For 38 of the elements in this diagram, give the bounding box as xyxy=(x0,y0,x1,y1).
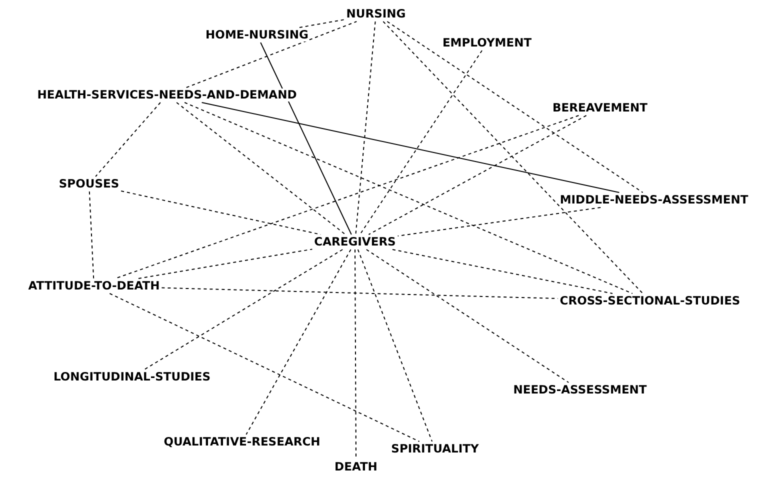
term-label: CAREGIVERS xyxy=(314,236,396,248)
term-label: CROSS-SECTIONAL-STUDIES xyxy=(560,294,740,308)
term-label: QUALITATIVE-RESEARCH xyxy=(164,436,320,448)
dashed-connector xyxy=(144,249,344,370)
connector-line xyxy=(201,102,620,193)
term-label: LONGITUDINAL-STUDIES xyxy=(53,370,211,384)
term-label: MIDDLE-NEEDS-ASSESSMENT xyxy=(560,194,748,206)
term-label: NURSING xyxy=(346,8,406,20)
dashed-connector xyxy=(186,21,358,88)
dashed-connector xyxy=(184,102,633,294)
dashed-connector xyxy=(366,249,570,383)
dashed-connector xyxy=(114,115,580,279)
dashed-connector xyxy=(355,21,376,235)
dashed-connector xyxy=(109,293,420,442)
dashed-connector xyxy=(386,21,644,193)
dashed-connector xyxy=(368,115,587,235)
dashed-connector xyxy=(88,191,94,279)
dashed-connector xyxy=(176,102,346,235)
dashed-connector xyxy=(397,207,602,236)
dashed-connector xyxy=(382,21,644,294)
dashed-connector xyxy=(95,102,161,177)
connector-line xyxy=(260,42,352,235)
dashed-connector xyxy=(138,248,313,279)
term-label: SPOUSES xyxy=(58,178,120,190)
term-label: HOME-NURSING xyxy=(206,28,308,42)
term-label: BEREAVEMENT xyxy=(552,102,648,114)
dashed-connector xyxy=(357,249,433,442)
dashed-connector xyxy=(299,19,345,28)
term-label: EMPLOYMENT xyxy=(442,36,532,50)
dashed-connector xyxy=(392,249,613,294)
term-label: DEATH xyxy=(334,460,378,474)
dashed-connector xyxy=(161,287,558,299)
term-label: NEEDS-ASSESSMENT xyxy=(513,384,647,396)
dashed-connector xyxy=(360,50,482,235)
term-label: ATTITUDE-TO-DEATH xyxy=(28,280,160,292)
term-label: SPIRITUALITY xyxy=(391,442,479,456)
dashed-connector xyxy=(246,249,352,435)
term-label: HEALTH-SERVICES-NEEDS-AND-DEMAND xyxy=(37,88,297,102)
